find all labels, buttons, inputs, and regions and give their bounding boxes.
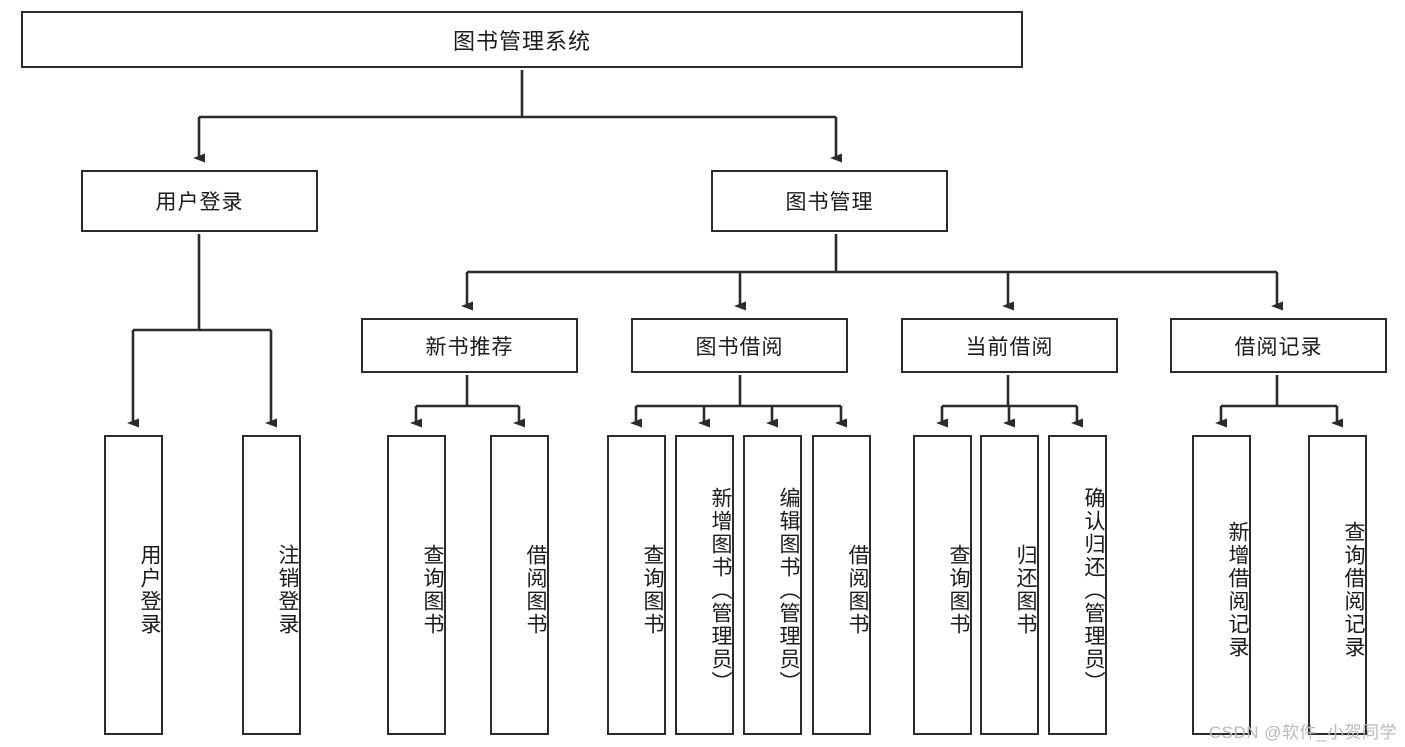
node-current-borrow[interactable]: 当前借阅 xyxy=(901,318,1118,373)
node-label: 借阅图书 xyxy=(846,544,869,636)
leaf-logout[interactable]: 注销登录 xyxy=(242,435,301,735)
leaf-query-book-current[interactable]: 查询图书 xyxy=(913,435,972,735)
node-book-management[interactable]: 图书管理 xyxy=(711,170,948,232)
leaf-edit-book-admin[interactable]: 编辑图书（管理员） xyxy=(743,435,802,735)
node-user-login[interactable]: 用户登录 xyxy=(81,170,318,232)
node-label: 查询图书 xyxy=(947,544,970,636)
node-label: 当前借阅 xyxy=(965,335,1054,359)
node-label: 用户登录 xyxy=(155,191,244,214)
node-label: 查询图书 xyxy=(641,544,664,636)
leaf-user-login[interactable]: 用户登录 xyxy=(104,435,163,735)
node-root-system[interactable]: 图书管理系统 xyxy=(21,11,1023,68)
node-borrow-record[interactable]: 借阅记录 xyxy=(1170,318,1387,373)
node-label: 借阅记录 xyxy=(1234,335,1323,359)
node-label: 查询图书 xyxy=(421,544,444,636)
leaf-add-book-admin[interactable]: 新增图书（管理员） xyxy=(675,435,734,735)
node-label: 新增借阅记录 xyxy=(1226,521,1249,659)
leaf-return-book[interactable]: 归还图书 xyxy=(980,435,1039,735)
leaf-query-book-recommend[interactable]: 查询图书 xyxy=(387,435,446,735)
node-label: 借阅图书 xyxy=(524,544,547,636)
leaf-borrow-book-recommend[interactable]: 借阅图书 xyxy=(490,435,549,735)
node-label: 图书借阅 xyxy=(695,335,784,359)
node-label: 用户登录 xyxy=(138,544,161,636)
node-label: 查询借阅记录 xyxy=(1342,521,1365,659)
node-new-book-recommend[interactable]: 新书推荐 xyxy=(361,318,578,373)
leaf-query-book-borrow[interactable]: 查询图书 xyxy=(607,435,666,735)
node-label: 图书管理系统 xyxy=(452,28,591,54)
node-book-borrow[interactable]: 图书借阅 xyxy=(631,318,848,373)
node-label: 新增图书（管理员） xyxy=(709,486,732,694)
node-label: 新书推荐 xyxy=(425,335,514,359)
node-label: 归还图书 xyxy=(1014,544,1037,636)
node-label: 编辑图书（管理员） xyxy=(777,486,800,694)
leaf-add-borrow-record[interactable]: 新增借阅记录 xyxy=(1192,435,1251,735)
node-label: 图书管理 xyxy=(785,191,874,214)
node-label: 注销登录 xyxy=(276,544,299,636)
leaf-borrow-book[interactable]: 借阅图书 xyxy=(812,435,871,735)
watermark: CSDN @软件_小贺同学 xyxy=(1208,723,1397,742)
leaf-confirm-return-admin[interactable]: 确认归还（管理员） xyxy=(1048,435,1107,735)
node-label: 确认归还（管理员） xyxy=(1082,486,1105,694)
leaf-query-borrow-record[interactable]: 查询借阅记录 xyxy=(1308,435,1367,735)
